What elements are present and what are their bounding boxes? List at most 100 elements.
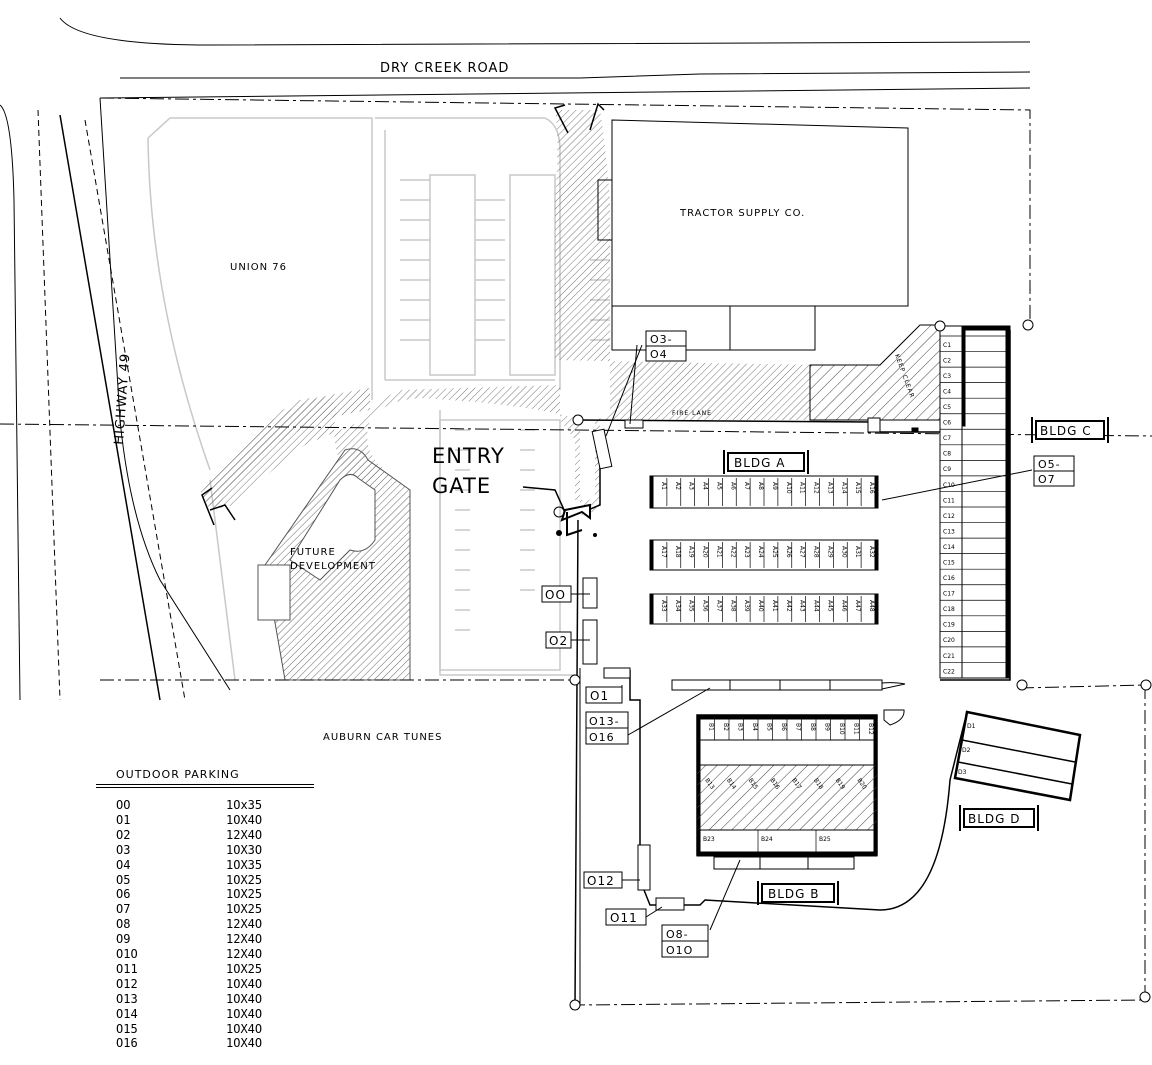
legend-code: O3 bbox=[116, 842, 131, 857]
legend-size: 12X4O bbox=[226, 947, 263, 961]
unit-label: A16 bbox=[868, 482, 875, 494]
future-label-2: DEVELOPMENT bbox=[290, 561, 376, 572]
bldg-d-sign: BLDG D bbox=[959, 805, 1039, 831]
unit-label: B10 bbox=[838, 723, 845, 735]
unit-label: A3 bbox=[688, 482, 695, 490]
legend-title: OUTDOOR PARKING bbox=[116, 768, 240, 781]
unit-label: A12 bbox=[813, 482, 820, 494]
legend-size: 1OX4O bbox=[226, 812, 263, 827]
bldg-b-label: BLDG B bbox=[768, 887, 820, 901]
unit-label: A46 bbox=[840, 600, 847, 612]
unit-label: D3 bbox=[958, 769, 967, 776]
svg-text:O11: O11 bbox=[610, 911, 638, 925]
unit-label: A48 bbox=[868, 600, 875, 612]
legend-size: 12X4O bbox=[226, 932, 263, 947]
unit-label: A24 bbox=[757, 546, 764, 558]
unit-label: A36 bbox=[702, 600, 709, 612]
unit-label: A17 bbox=[660, 546, 667, 558]
legend-code: O15 bbox=[116, 1021, 138, 1036]
unit-label: A38 bbox=[729, 600, 736, 612]
unit-label: A25 bbox=[771, 546, 778, 558]
svg-text:O2: O2 bbox=[549, 634, 568, 648]
unit-label: C6 bbox=[943, 420, 951, 427]
union-76-lot bbox=[147, 117, 373, 681]
unit-label: C4 bbox=[943, 389, 951, 396]
svg-text:OO: OO bbox=[545, 588, 566, 602]
unit-label: C1 bbox=[943, 342, 951, 349]
unit-label: B3 bbox=[736, 723, 743, 731]
unit-label: A28 bbox=[813, 546, 820, 558]
legend-row: O16 1OX4O bbox=[116, 1036, 316, 1051]
unit-label: C15 bbox=[943, 560, 955, 567]
unit-label: C19 bbox=[943, 622, 955, 629]
unit-label: B7 bbox=[794, 723, 801, 731]
bldg-d-label: BLDG D bbox=[968, 812, 1021, 826]
legend-size: 1OX4O bbox=[226, 1036, 263, 1051]
legend-code: O13 bbox=[116, 991, 138, 1006]
unit-label: B1 bbox=[707, 723, 714, 731]
unit-label: A42 bbox=[785, 600, 792, 612]
unit-label: A9 bbox=[771, 482, 778, 490]
legend-code: O9 bbox=[116, 932, 131, 947]
unit-label: C12 bbox=[943, 513, 955, 520]
legend-code: O11 bbox=[116, 961, 138, 976]
svg-text:O13-: O13- bbox=[589, 715, 620, 728]
callout-o2: O2 bbox=[545, 631, 572, 649]
hatched-drive bbox=[200, 110, 810, 515]
unit-label: A40 bbox=[757, 600, 764, 612]
unit-label: B23 bbox=[703, 836, 715, 843]
road-label: DRY CREEK ROAD bbox=[380, 61, 509, 76]
future-development bbox=[257, 448, 411, 681]
callout-leaders bbox=[522, 344, 1033, 931]
unit-label: A26 bbox=[785, 546, 792, 558]
legend-code: O6 bbox=[116, 887, 131, 902]
highway-49 bbox=[0, 97, 231, 701]
unit-label: A2 bbox=[674, 482, 681, 490]
dry-creek-road bbox=[59, 17, 1031, 99]
entry-arrows bbox=[201, 102, 605, 526]
unit-label: B2 bbox=[722, 723, 729, 731]
entry-gate-label-2: GATE bbox=[432, 474, 491, 498]
tractor-supply-building bbox=[597, 119, 909, 351]
legend-size: 1OX25 bbox=[226, 902, 263, 917]
bldg-b-sign: BLDG B bbox=[757, 881, 839, 905]
legend-code: O2 bbox=[116, 827, 131, 842]
unit-label: A5 bbox=[715, 482, 722, 490]
unit-label: A6 bbox=[729, 482, 736, 490]
legend-size: 1OX35 bbox=[226, 857, 263, 872]
legend-size: 1OX25 bbox=[226, 872, 263, 887]
survey-markers bbox=[569, 319, 1152, 1011]
legend-code: O16 bbox=[116, 1036, 138, 1051]
legend-code: O8 bbox=[116, 917, 131, 932]
legend-size: 12X4O bbox=[226, 917, 263, 932]
building-d bbox=[953, 710, 1082, 802]
unit-label: D1 bbox=[967, 723, 976, 730]
auburn-label: AUBURN CAR TUNES bbox=[323, 732, 442, 743]
unit-label: A31 bbox=[854, 546, 861, 558]
legend-code: O14 bbox=[116, 1006, 138, 1021]
svg-text:O8-: O8- bbox=[666, 928, 689, 941]
unit-label: B4 bbox=[751, 723, 758, 731]
svg-text:O12: O12 bbox=[587, 874, 615, 888]
legend-size: 1OX4O bbox=[226, 1006, 263, 1021]
entry-gate-label-1: ENTRY bbox=[432, 444, 505, 468]
svg-text:O4: O4 bbox=[650, 348, 668, 361]
unit-label: A22 bbox=[729, 546, 736, 558]
unit-label: A35 bbox=[688, 600, 695, 612]
callout-o1: O1 bbox=[585, 686, 623, 704]
legend-rule-bottom bbox=[96, 787, 314, 788]
callout-o5-07: O5- O7 bbox=[1033, 455, 1075, 487]
unit-label: C14 bbox=[943, 544, 955, 551]
unit-label: A47 bbox=[854, 600, 861, 612]
unit-label: A30 bbox=[840, 546, 847, 558]
